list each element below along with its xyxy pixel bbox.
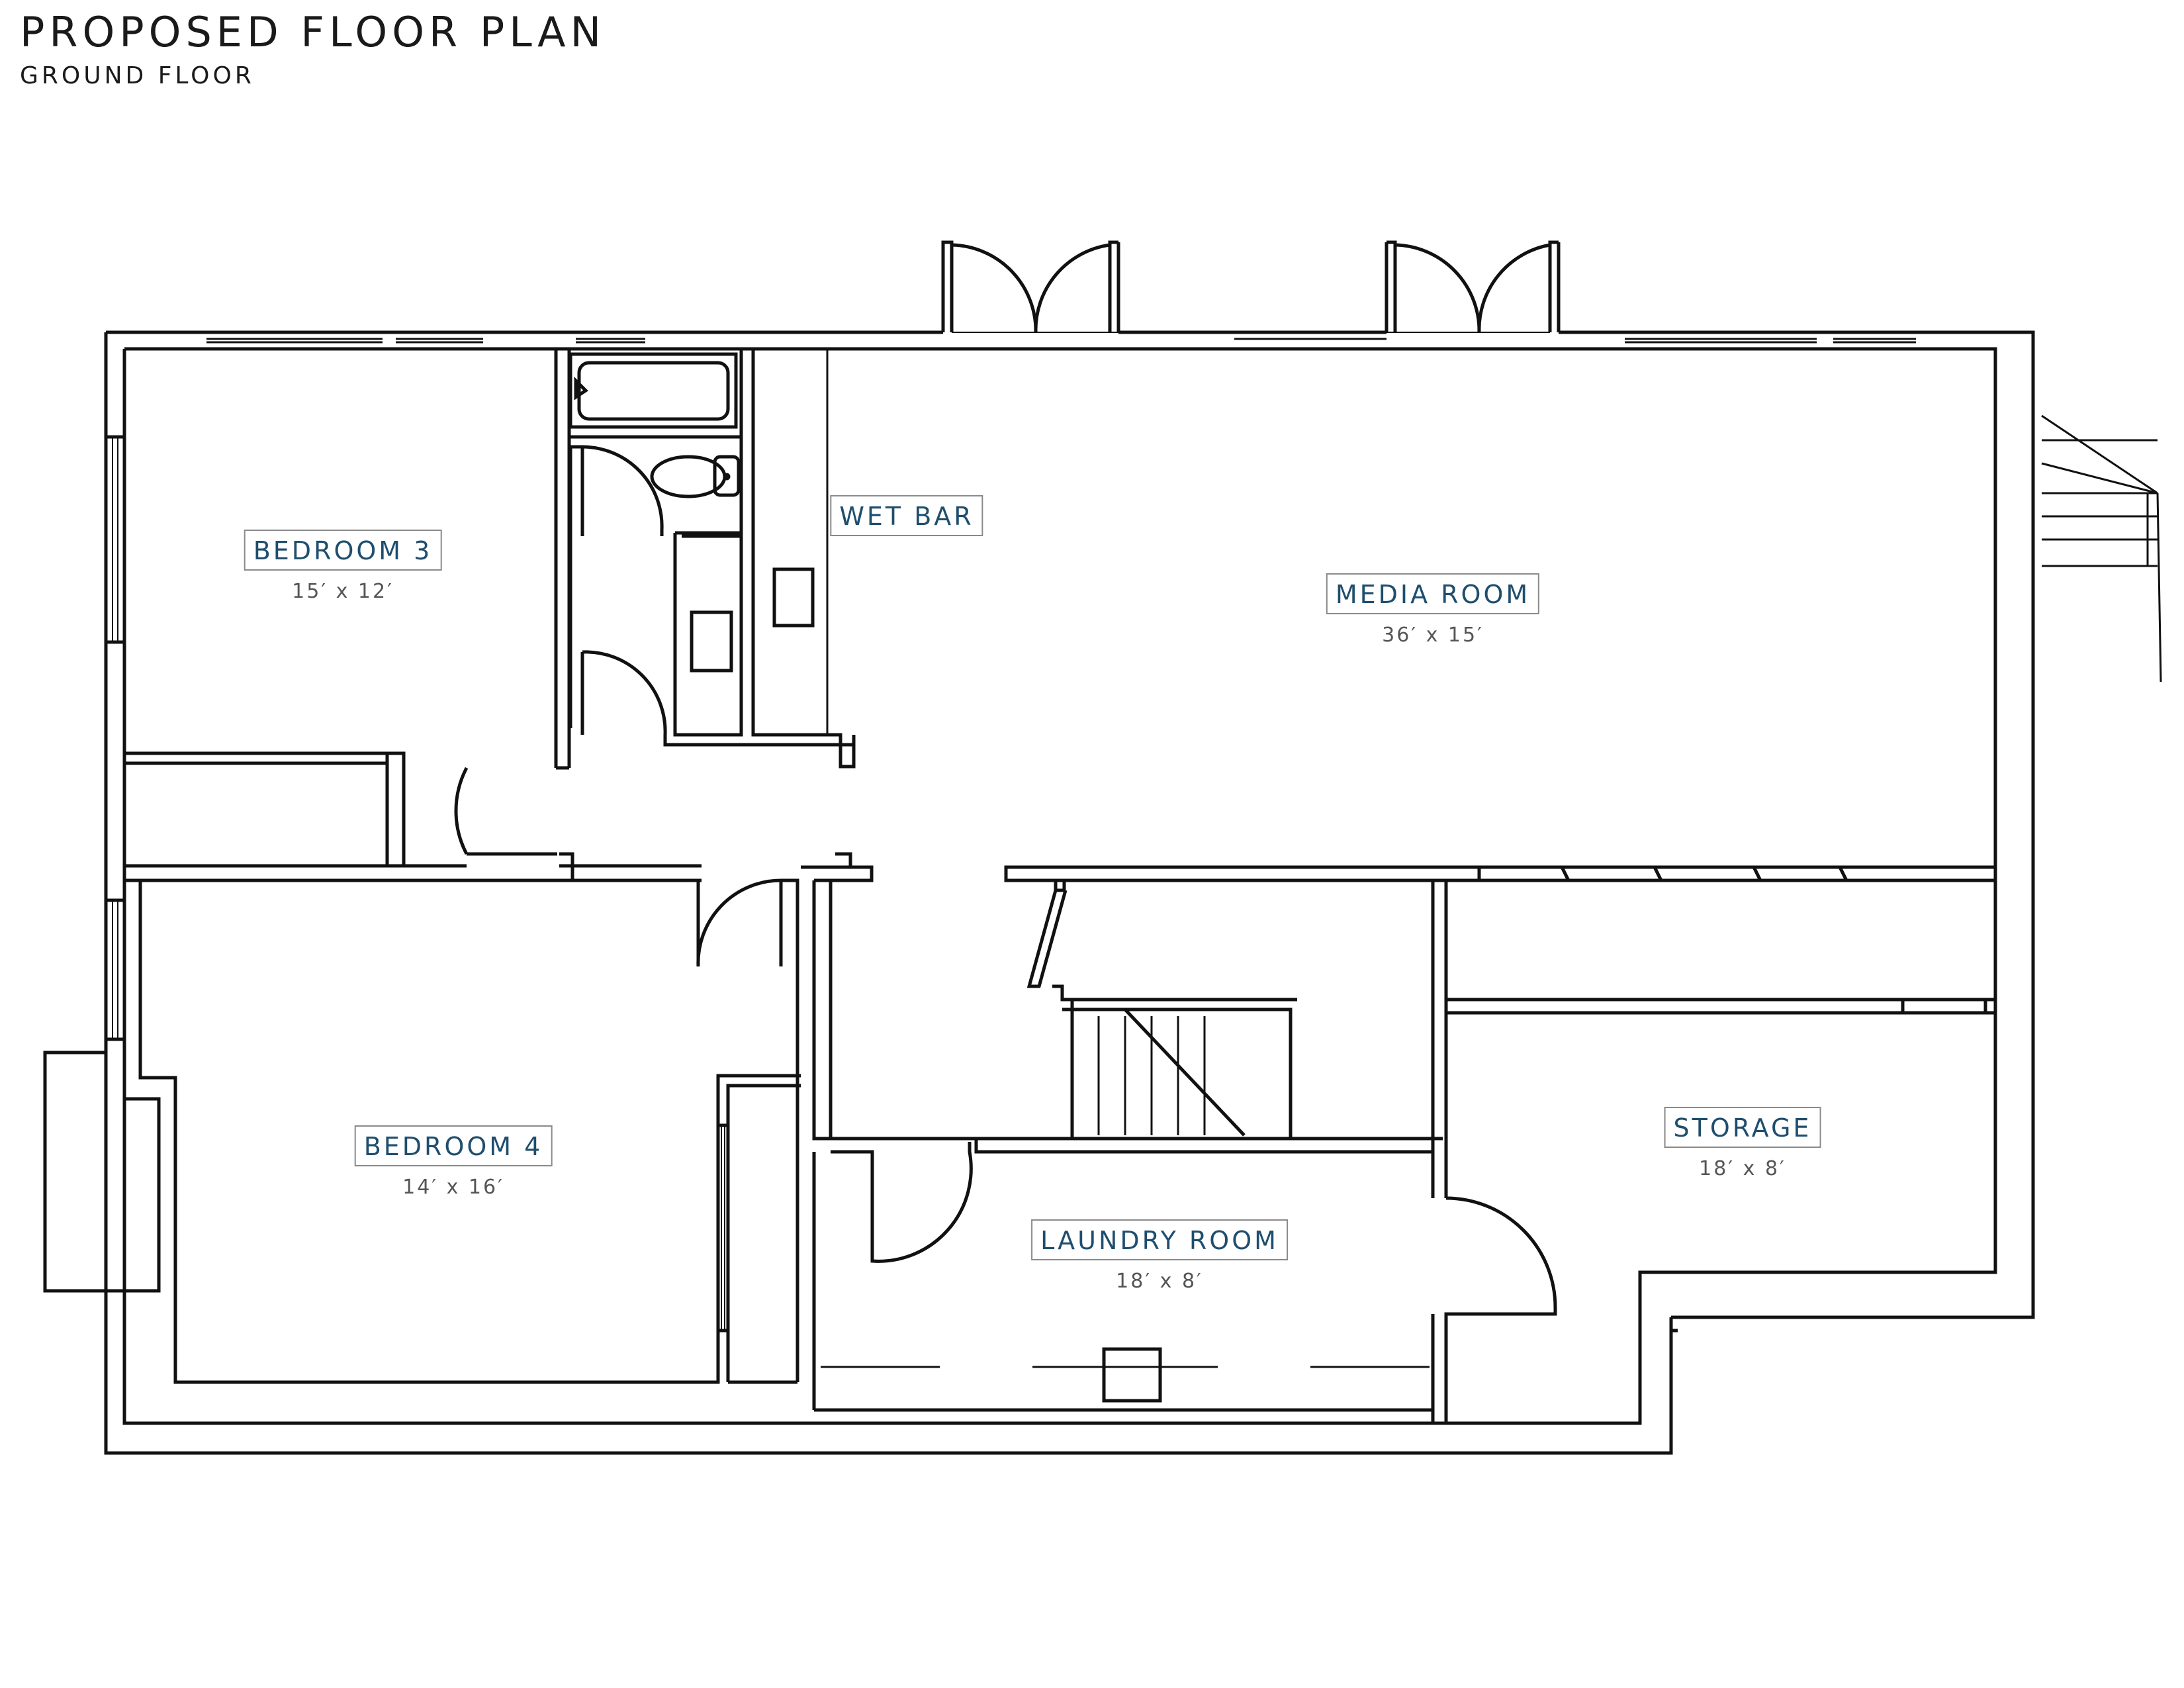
room-name: WET BAR bbox=[830, 495, 983, 536]
room-label-bedroom-4: BEDROOM 4 14′ x 16′ bbox=[354, 1125, 553, 1199]
storage-walls bbox=[1446, 998, 1995, 1015]
room-name: BEDROOM 4 bbox=[354, 1125, 553, 1166]
bedroom-4-walls bbox=[106, 435, 801, 1384]
room-label-wet-bar: WET BAR bbox=[830, 495, 983, 536]
room-label-media-room: MEDIA ROOM 36′ x 15′ bbox=[1326, 573, 1540, 647]
french-doors bbox=[941, 240, 1561, 333]
page-title: PROPOSED FLOOR PLAN bbox=[20, 8, 606, 56]
hall-laundry-stair-walls bbox=[801, 852, 1995, 1425]
page-subtitle: GROUND FLOOR bbox=[20, 62, 255, 89]
room-label-storage: STORAGE 18′ x 8′ bbox=[1664, 1107, 1821, 1180]
exterior-stairs bbox=[2041, 414, 2162, 682]
room-label-bedroom-3: BEDROOM 3 15′ x 12′ bbox=[244, 530, 442, 603]
room-name: MEDIA ROOM bbox=[1326, 573, 1540, 614]
windows-top bbox=[206, 331, 1916, 350]
room-name: BEDROOM 3 bbox=[244, 530, 442, 571]
room-label-laundry-room: LAUNDRY ROOM 18′ x 8′ bbox=[1031, 1219, 1288, 1293]
room-name: LAUNDRY ROOM bbox=[1031, 1219, 1288, 1260]
bathroom bbox=[569, 349, 856, 768]
wet-bar-counter bbox=[751, 349, 856, 769]
plan-header: PROPOSED FLOOR PLAN GROUND FLOOR bbox=[20, 8, 606, 90]
fireplace bbox=[43, 1051, 161, 1293]
room-dimensions: 14′ x 16′ bbox=[402, 1176, 504, 1199]
room-dimensions: 15′ x 12′ bbox=[292, 580, 394, 603]
room-name: STORAGE bbox=[1664, 1107, 1821, 1148]
room-dimensions: 18′ x 8′ bbox=[1116, 1270, 1203, 1293]
room-dimensions: 18′ x 8′ bbox=[1699, 1157, 1786, 1180]
bedroom-3-walls bbox=[124, 349, 702, 882]
room-dimensions: 36′ x 15′ bbox=[1382, 624, 1484, 647]
